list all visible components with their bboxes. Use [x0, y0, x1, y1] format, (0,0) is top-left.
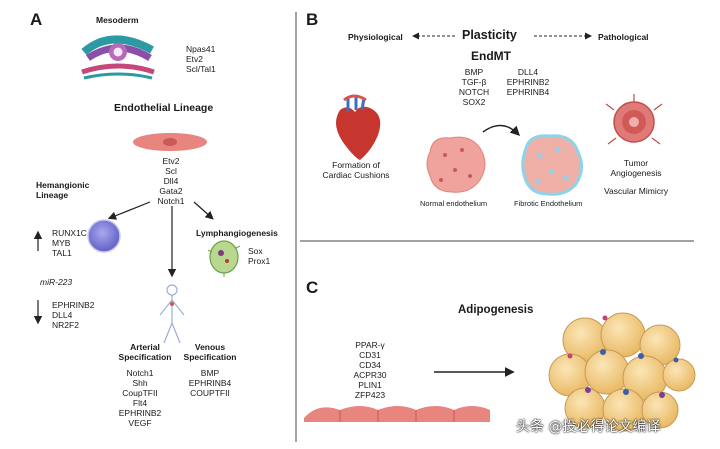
gene: COUPTFII: [190, 388, 230, 398]
mesoderm-icon: [81, 35, 155, 80]
gene: EPHRINB2: [118, 408, 162, 418]
gene: Shh: [132, 378, 148, 388]
gene: Flt4: [132, 398, 148, 408]
lymph-gene-list: Sox Prox1: [248, 246, 270, 266]
arrow-to-lymph: [193, 201, 214, 220]
venous-title-line: Venous: [194, 342, 226, 352]
gene: SOX2: [462, 97, 486, 107]
pathological-label: Pathological: [598, 32, 649, 42]
endmt-gene-list-right: DLL4 EPHRINB2 EPHRINB4: [502, 67, 554, 97]
gene: DLL4: [52, 310, 73, 320]
gene: Npas41: [186, 44, 216, 54]
gene: Etv2: [186, 54, 204, 64]
adipogenesis-title: Adipogenesis: [458, 304, 534, 316]
arterial-title-line: Arterial: [130, 342, 160, 352]
gene: EPHRINB4: [188, 378, 232, 388]
gene: BMP: [464, 67, 484, 77]
cardiac-label-line: Formation of: [332, 160, 380, 170]
gene: TAL1: [52, 248, 72, 258]
mesoderm-title: Mesoderm: [96, 15, 139, 25]
cardiac-cushions-label: Formation of Cardiac Cushions: [316, 160, 396, 180]
gene: ZFP423: [354, 390, 386, 400]
endothelial-lineage-title: Endothelial Lineage: [114, 102, 214, 114]
plasticity-label: Plasticity: [462, 28, 517, 42]
tumor-icon: [605, 94, 663, 145]
hemangionic-down-gene-list: EPHRINB2 DLL4 NR2F2: [52, 300, 95, 330]
lymphangiogenesis-title: Lymphangiogenesis: [196, 228, 278, 238]
heart-icon: [336, 94, 381, 160]
arterial-title-line: Specification: [118, 352, 172, 362]
watermark-text: 头条 @投必得论文编译: [516, 419, 661, 435]
hemangionic-title-line: Hemangionic: [36, 180, 90, 190]
vasculature-body-icon: [159, 284, 185, 344]
mesoderm-gene-list: Npas41 Etv2 Scl/Tal1: [186, 44, 216, 74]
gene: TGF-β: [461, 77, 487, 87]
panel-c-letter: C: [306, 278, 319, 297]
gene: PPAR-γ: [355, 340, 385, 350]
physiological-label: Physiological: [348, 32, 403, 42]
adipogenesis-gene-list: PPAR-γ CD31 CD34 ACPR30 PLIN1 ZFP423: [340, 340, 400, 400]
gene: Gata2: [159, 186, 183, 196]
arterial-gene-list: Notch1 Shh CoupTFII Flt4 EPHRINB2 VEGF: [108, 368, 172, 428]
endmt-gene-list-left: BMP TGF-β NOTCH SOX2: [452, 67, 496, 107]
endmt-title: EndMT: [471, 49, 511, 63]
arrow-to-fibrotic: [482, 124, 520, 136]
mirna-label: miR-223: [40, 277, 73, 287]
endothelial-layer-icon: [304, 406, 490, 422]
gene: Prox1: [248, 256, 271, 266]
gene: EPHRINB2: [506, 77, 550, 87]
tumor-angiogenesis-label: Tumor Angiogenesis: [606, 158, 666, 178]
gene: VEGF: [128, 418, 152, 428]
venous-title: Venous Specification: [174, 342, 246, 362]
venous-title-line: Specification: [183, 352, 237, 362]
fibrotic-endothelium-icon: [521, 134, 583, 196]
gene: MYB: [52, 238, 71, 248]
gene: Notch1: [157, 196, 185, 206]
cardiac-label-line: Cardiac Cushions: [322, 170, 390, 180]
gene: NOTCH: [458, 87, 490, 97]
gene: EPHRINB4: [506, 87, 550, 97]
vascular-mimicry-label: Vascular Mimicry: [604, 186, 669, 196]
hemangionic-title-line: Lineage: [36, 190, 69, 200]
gene: BMP: [200, 368, 220, 378]
panel-a-letter: A: [30, 10, 43, 29]
venous-gene-list: BMP EPHRINB4 COUPTFII: [178, 368, 242, 398]
gene: CD31: [359, 350, 381, 360]
lymph-cell-icon: [207, 240, 241, 277]
gene: Scl/Tal1: [186, 64, 216, 74]
gene: CD34: [359, 360, 381, 370]
adipocyte-cluster-icon: [548, 312, 696, 432]
normal-endothelium-label: Normal endothelium: [420, 199, 488, 208]
gene: CoupTFII: [122, 388, 158, 398]
hemangionic-cell-icon: [88, 220, 120, 252]
tumor-label-line: Angiogenesis: [610, 168, 662, 178]
gene: NR2F2: [52, 320, 79, 330]
lineage-gene-list: Etv2 Scl Dll4 Gata2 Notch1: [148, 156, 194, 206]
gene: ACPR30: [353, 370, 387, 380]
normal-endothelium-icon: [426, 136, 486, 193]
gene: Sox: [248, 246, 263, 256]
gene: Dll4: [163, 176, 179, 186]
gene: Notch1: [126, 368, 154, 378]
tumor-label-line: Tumor: [623, 158, 649, 168]
arterial-title: Arterial Specification: [110, 342, 180, 362]
hemangionic-up-gene-list: RUNX1C MYB TAL1: [52, 228, 87, 258]
gene: EPHRINB2: [52, 300, 95, 310]
fibrotic-endothelium-label: Fibrotic Endothelium: [514, 199, 583, 208]
gene: RUNX1C: [52, 228, 87, 238]
gene: PLIN1: [358, 380, 382, 390]
hemangionic-title: Hemangionic Lineage: [36, 180, 89, 200]
gene: Etv2: [162, 156, 180, 166]
gene: DLL4: [517, 67, 539, 77]
arrow-to-hemangionic: [107, 201, 151, 220]
gene: Scl: [165, 166, 177, 176]
panel-b-letter: B: [306, 10, 319, 29]
